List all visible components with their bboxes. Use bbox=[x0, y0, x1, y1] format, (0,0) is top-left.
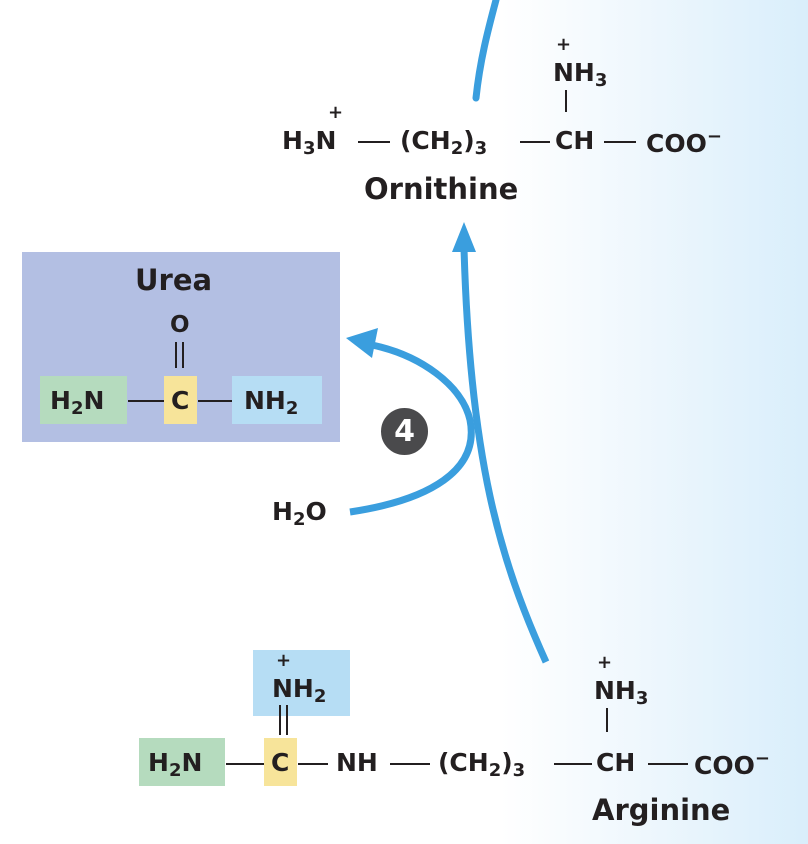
arginine-ch: CH bbox=[596, 748, 636, 777]
main-reaction-arrow bbox=[460, 247, 550, 664]
water-urea-arrow bbox=[349, 341, 475, 516]
ornithine-coo: COO− bbox=[646, 126, 722, 158]
arginine-bond-vertical bbox=[606, 708, 608, 732]
urea-carbon-highlight bbox=[164, 376, 197, 424]
arginine-chain: (CH2)3 bbox=[438, 748, 526, 781]
main-arrowhead bbox=[452, 222, 476, 252]
urea-carbon: C bbox=[171, 386, 190, 415]
urea-right-amine-highlight bbox=[232, 376, 322, 424]
arginine-guanidino-amine: NH2 bbox=[272, 674, 327, 707]
cycle-arrow-top bbox=[472, 0, 500, 102]
urea-left-amine: H2N bbox=[50, 386, 105, 419]
arginine-bond-1 bbox=[226, 763, 264, 765]
urea-oxygen: O bbox=[170, 312, 190, 338]
arginine-bond-5 bbox=[648, 763, 688, 765]
arginine-side-amine: NH3 bbox=[594, 676, 649, 709]
urea-right-amine: NH2 bbox=[244, 386, 299, 419]
ornithine-bond-3 bbox=[604, 141, 636, 143]
urea-arrowhead bbox=[346, 328, 378, 358]
arginine-bond-3 bbox=[390, 763, 430, 765]
ornithine-label: Ornithine bbox=[364, 172, 519, 206]
urea-left-amine-highlight bbox=[40, 376, 127, 424]
arginine-nh: NH bbox=[336, 748, 378, 777]
step-number-badge: 4 bbox=[378, 405, 431, 458]
urea-bond-right bbox=[198, 400, 232, 402]
arginine-double-bond-b bbox=[286, 705, 288, 735]
arginine-bond-2 bbox=[298, 763, 328, 765]
urea-bond-left bbox=[128, 400, 164, 402]
urea-double-bond-b bbox=[182, 342, 184, 368]
ornithine-bond-1 bbox=[358, 141, 390, 143]
ornithine-chain: (CH2)3 bbox=[400, 126, 488, 159]
ornithine-bond-vertical bbox=[565, 90, 567, 112]
arginine-left-amine: H2N bbox=[148, 748, 203, 781]
water-label: H2O bbox=[272, 497, 327, 530]
urea-double-bond-a bbox=[175, 342, 177, 368]
arginine-bond-4 bbox=[554, 763, 592, 765]
arginine-double-bond-a bbox=[279, 705, 281, 735]
arginine-carbon-highlight bbox=[264, 738, 297, 786]
arginine-guanidino-charge: + bbox=[276, 650, 292, 671]
ornithine-side-charge: + bbox=[556, 34, 572, 55]
arginine-coo: COO− bbox=[694, 748, 770, 780]
arginine-left-amine-highlight bbox=[139, 738, 225, 786]
arginine-side-charge: + bbox=[597, 652, 613, 673]
arginine-carbon: C bbox=[271, 748, 290, 777]
ornithine-ch: CH bbox=[555, 126, 595, 155]
ornithine-left-amine: H3N bbox=[282, 126, 337, 159]
ornithine-side-amine: NH3 bbox=[553, 58, 608, 91]
urea-label: Urea bbox=[135, 263, 213, 297]
ornithine-bond-2 bbox=[520, 141, 550, 143]
arginine-label: Arginine bbox=[592, 793, 731, 827]
ornithine-amine-charge: + bbox=[328, 102, 344, 123]
arginine-guanidino-highlight bbox=[253, 650, 350, 716]
